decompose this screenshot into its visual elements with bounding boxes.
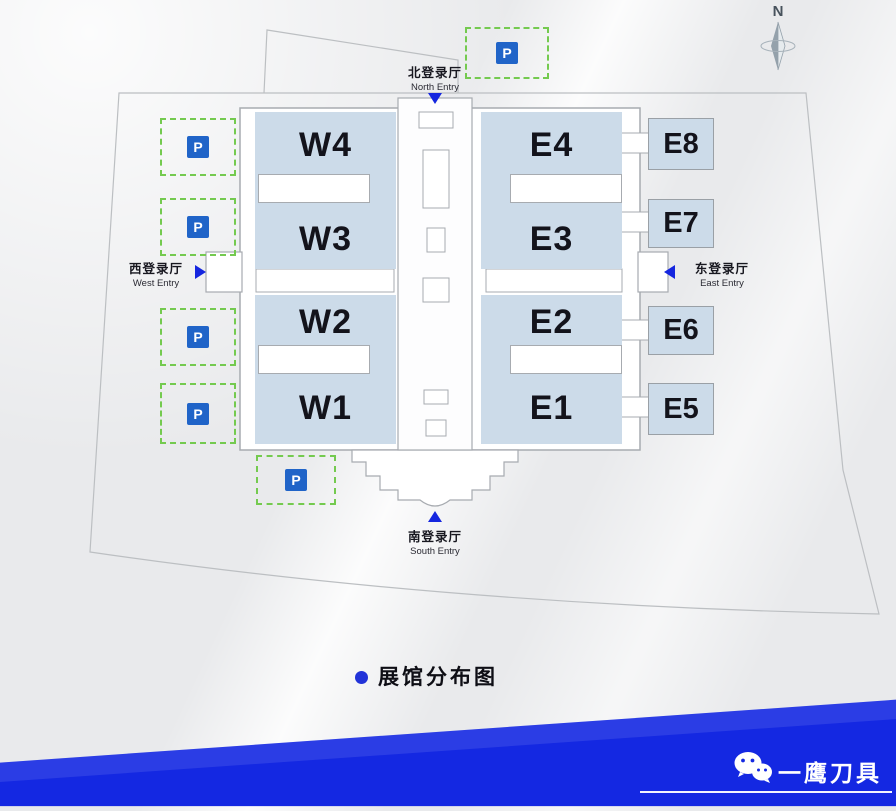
hall-divider-e4-e3 (510, 174, 622, 203)
map-title: 展馆分布图 (378, 666, 498, 689)
south-entry-label: 南登录厅 South Entry (383, 526, 487, 557)
south-lobby-outline (351, 449, 519, 507)
parking-area-south: P (256, 455, 336, 505)
compass: N (752, 4, 804, 79)
parking-area-west-1: P (160, 118, 236, 176)
west-entry-label: 西登录厅 West Entry (116, 258, 196, 289)
hall-label-e4: E4 (529, 126, 574, 164)
hall-label-e2: E2 (529, 303, 574, 341)
footer: 一鹰刀具 (0, 690, 896, 811)
hall-e8: E8 (648, 118, 714, 170)
site-boundary-notch (263, 29, 459, 94)
parking-area-west-2: P (160, 198, 236, 256)
hall-e6: E6 (648, 306, 714, 355)
parking-area-west-4: P (160, 383, 236, 444)
brand-name: 一鹰刀具 (778, 760, 882, 786)
parking-icon: P (187, 326, 209, 348)
compass-needle-icon (760, 21, 796, 71)
west-entry-structure (205, 251, 243, 293)
east-entry-label: 东登录厅 East Entry (680, 258, 764, 289)
south-entry-arrow-icon (428, 511, 442, 522)
footer-underline (640, 791, 892, 793)
parking-area-west-3: P (160, 308, 236, 366)
hall-divider-w2-w1 (258, 345, 370, 374)
hall-label-w3: W3 (299, 220, 352, 258)
west-entry-label-zh: 西登录厅 (128, 262, 183, 276)
site-boundary (89, 92, 880, 615)
parking-area-north: P (465, 27, 549, 79)
hall-divider-e2-e1 (510, 345, 622, 374)
hall-e7: E7 (648, 199, 714, 248)
east-entry-label-zh: 东登录厅 (694, 262, 749, 276)
hall-label-e1: E1 (529, 389, 574, 427)
west-entry-arrow-icon (195, 265, 206, 279)
east-entry-label-en: East Entry (700, 278, 744, 289)
hall-e5: E5 (648, 383, 714, 435)
north-entry-label: 北登录厅 North Entry (385, 62, 485, 93)
south-entry-label-en: South Entry (410, 546, 460, 557)
hall-divider-w4-w3 (258, 174, 370, 203)
east-entry-arrow-icon (664, 265, 675, 279)
hall-label-e3: E3 (529, 220, 574, 258)
cross-corridor-walls (255, 268, 623, 293)
parking-icon: P (187, 216, 209, 238)
west-entry-label-en: West Entry (132, 278, 180, 289)
parking-icon: P (285, 469, 307, 491)
corridor-details (418, 111, 454, 437)
north-entry-label-en: North Entry (410, 82, 460, 93)
hall-label-w1: W1 (299, 389, 352, 427)
compass-north-label: N (772, 3, 784, 20)
parking-icon: P (187, 136, 209, 158)
east-entry-structure (637, 251, 669, 293)
south-entry-label-zh: 南登录厅 (407, 530, 462, 544)
north-entry-arrow-icon (428, 93, 442, 104)
north-entry-label-zh: 北登录厅 (407, 66, 462, 80)
hall-label-w2: W2 (299, 303, 352, 341)
parking-icon: P (187, 402, 209, 425)
parking-icon: P (496, 42, 518, 64)
wechat-icon (734, 752, 772, 783)
hall-label-w4: W4 (299, 126, 352, 164)
legend-bullet-icon (355, 671, 368, 684)
